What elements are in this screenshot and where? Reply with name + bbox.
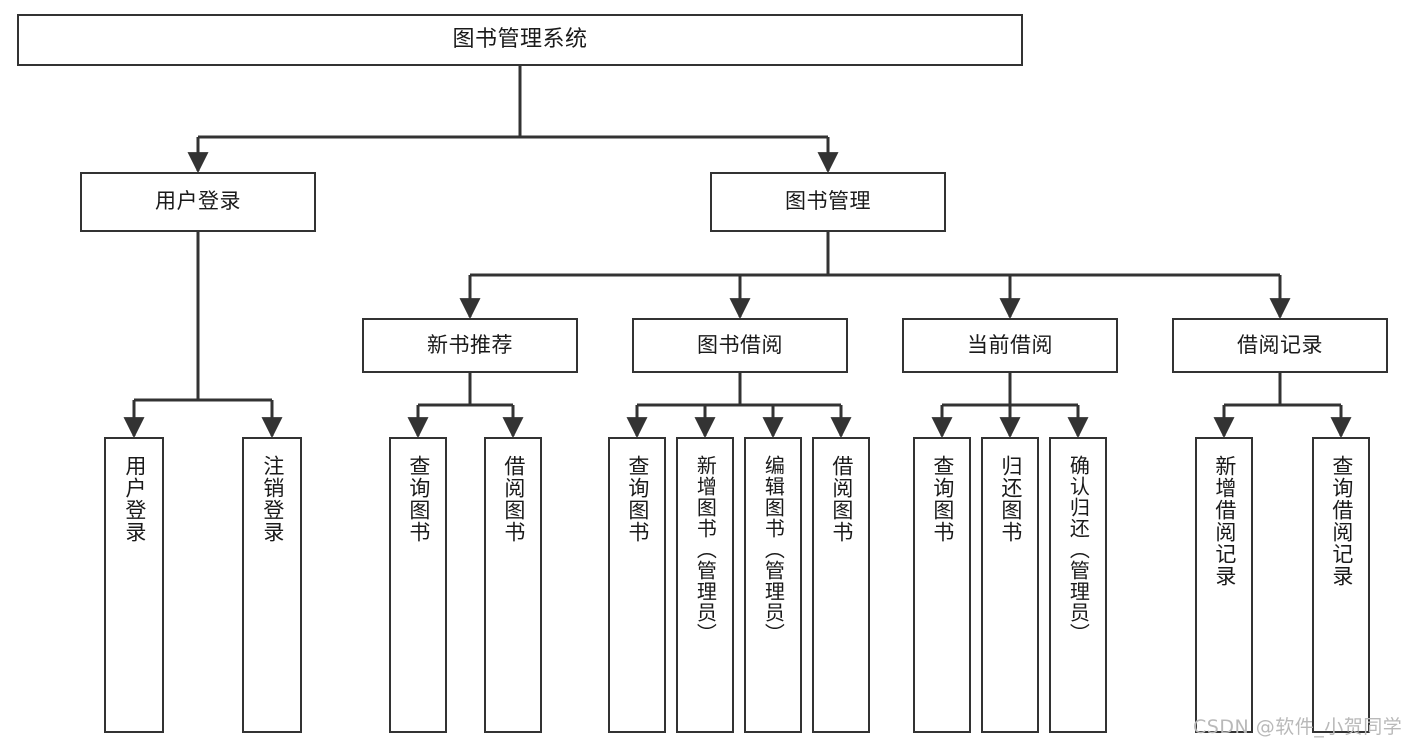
node-label-leaf-add-book: 新增图书（管理员） (693, 455, 718, 644)
node-label-leaf-edit-book: 编辑图书（管理员） (761, 455, 786, 644)
node-label-leaf-user-login: 用户登录 (122, 455, 147, 543)
node-book-manage[interactable]: 图书管理 (710, 172, 946, 232)
node-label-user-login: 用户登录 (155, 189, 241, 214)
node-label-book-borrow: 图书借阅 (697, 332, 783, 357)
node-label-leaf-logout: 注销登录 (260, 455, 285, 543)
node-label-root: 图书管理系统 (452, 26, 588, 52)
node-leaf-user-login[interactable]: 用户登录 (104, 437, 164, 733)
node-label-leaf-return-book: 归还图书 (998, 455, 1023, 543)
node-label-book-manage: 图书管理 (785, 189, 871, 214)
node-label-new-book-recommend: 新书推荐 (427, 332, 513, 357)
node-leaf-borrow-book-1[interactable]: 借阅图书 (484, 437, 542, 733)
node-borrow-record[interactable]: 借阅记录 (1172, 318, 1388, 373)
node-label-leaf-borrow-book-2: 借阅图书 (829, 455, 854, 543)
node-leaf-query-book-3[interactable]: 查询图书 (913, 437, 971, 733)
node-label-current-borrow: 当前借阅 (967, 332, 1053, 357)
node-leaf-query-book-1[interactable]: 查询图书 (389, 437, 447, 733)
node-user-login[interactable]: 用户登录 (80, 172, 316, 232)
node-root[interactable]: 图书管理系统 (17, 14, 1023, 66)
node-leaf-add-book[interactable]: 新增图书（管理员） (676, 437, 734, 733)
node-label-leaf-borrow-book-1: 借阅图书 (501, 455, 526, 543)
node-leaf-confirm-return[interactable]: 确认归还（管理员） (1049, 437, 1107, 733)
node-label-leaf-query-book-1: 查询图书 (406, 455, 431, 543)
node-book-borrow[interactable]: 图书借阅 (632, 318, 848, 373)
node-leaf-query-record[interactable]: 查询借阅记录 (1312, 437, 1370, 733)
node-label-leaf-query-book-3: 查询图书 (930, 455, 955, 543)
node-new-book-recommend[interactable]: 新书推荐 (362, 318, 578, 373)
node-leaf-edit-book[interactable]: 编辑图书（管理员） (744, 437, 802, 733)
node-label-leaf-add-record: 新增借阅记录 (1212, 455, 1237, 587)
node-label-leaf-query-record: 查询借阅记录 (1329, 455, 1354, 587)
node-leaf-return-book[interactable]: 归还图书 (981, 437, 1039, 733)
node-current-borrow[interactable]: 当前借阅 (902, 318, 1118, 373)
node-leaf-query-book-2[interactable]: 查询图书 (608, 437, 666, 733)
node-leaf-logout[interactable]: 注销登录 (242, 437, 302, 733)
node-leaf-add-record[interactable]: 新增借阅记录 (1195, 437, 1253, 733)
node-label-leaf-query-book-2: 查询图书 (625, 455, 650, 543)
node-leaf-borrow-book-2[interactable]: 借阅图书 (812, 437, 870, 733)
node-label-leaf-confirm-return: 确认归还（管理员） (1066, 455, 1091, 644)
node-label-borrow-record: 借阅记录 (1237, 332, 1323, 357)
